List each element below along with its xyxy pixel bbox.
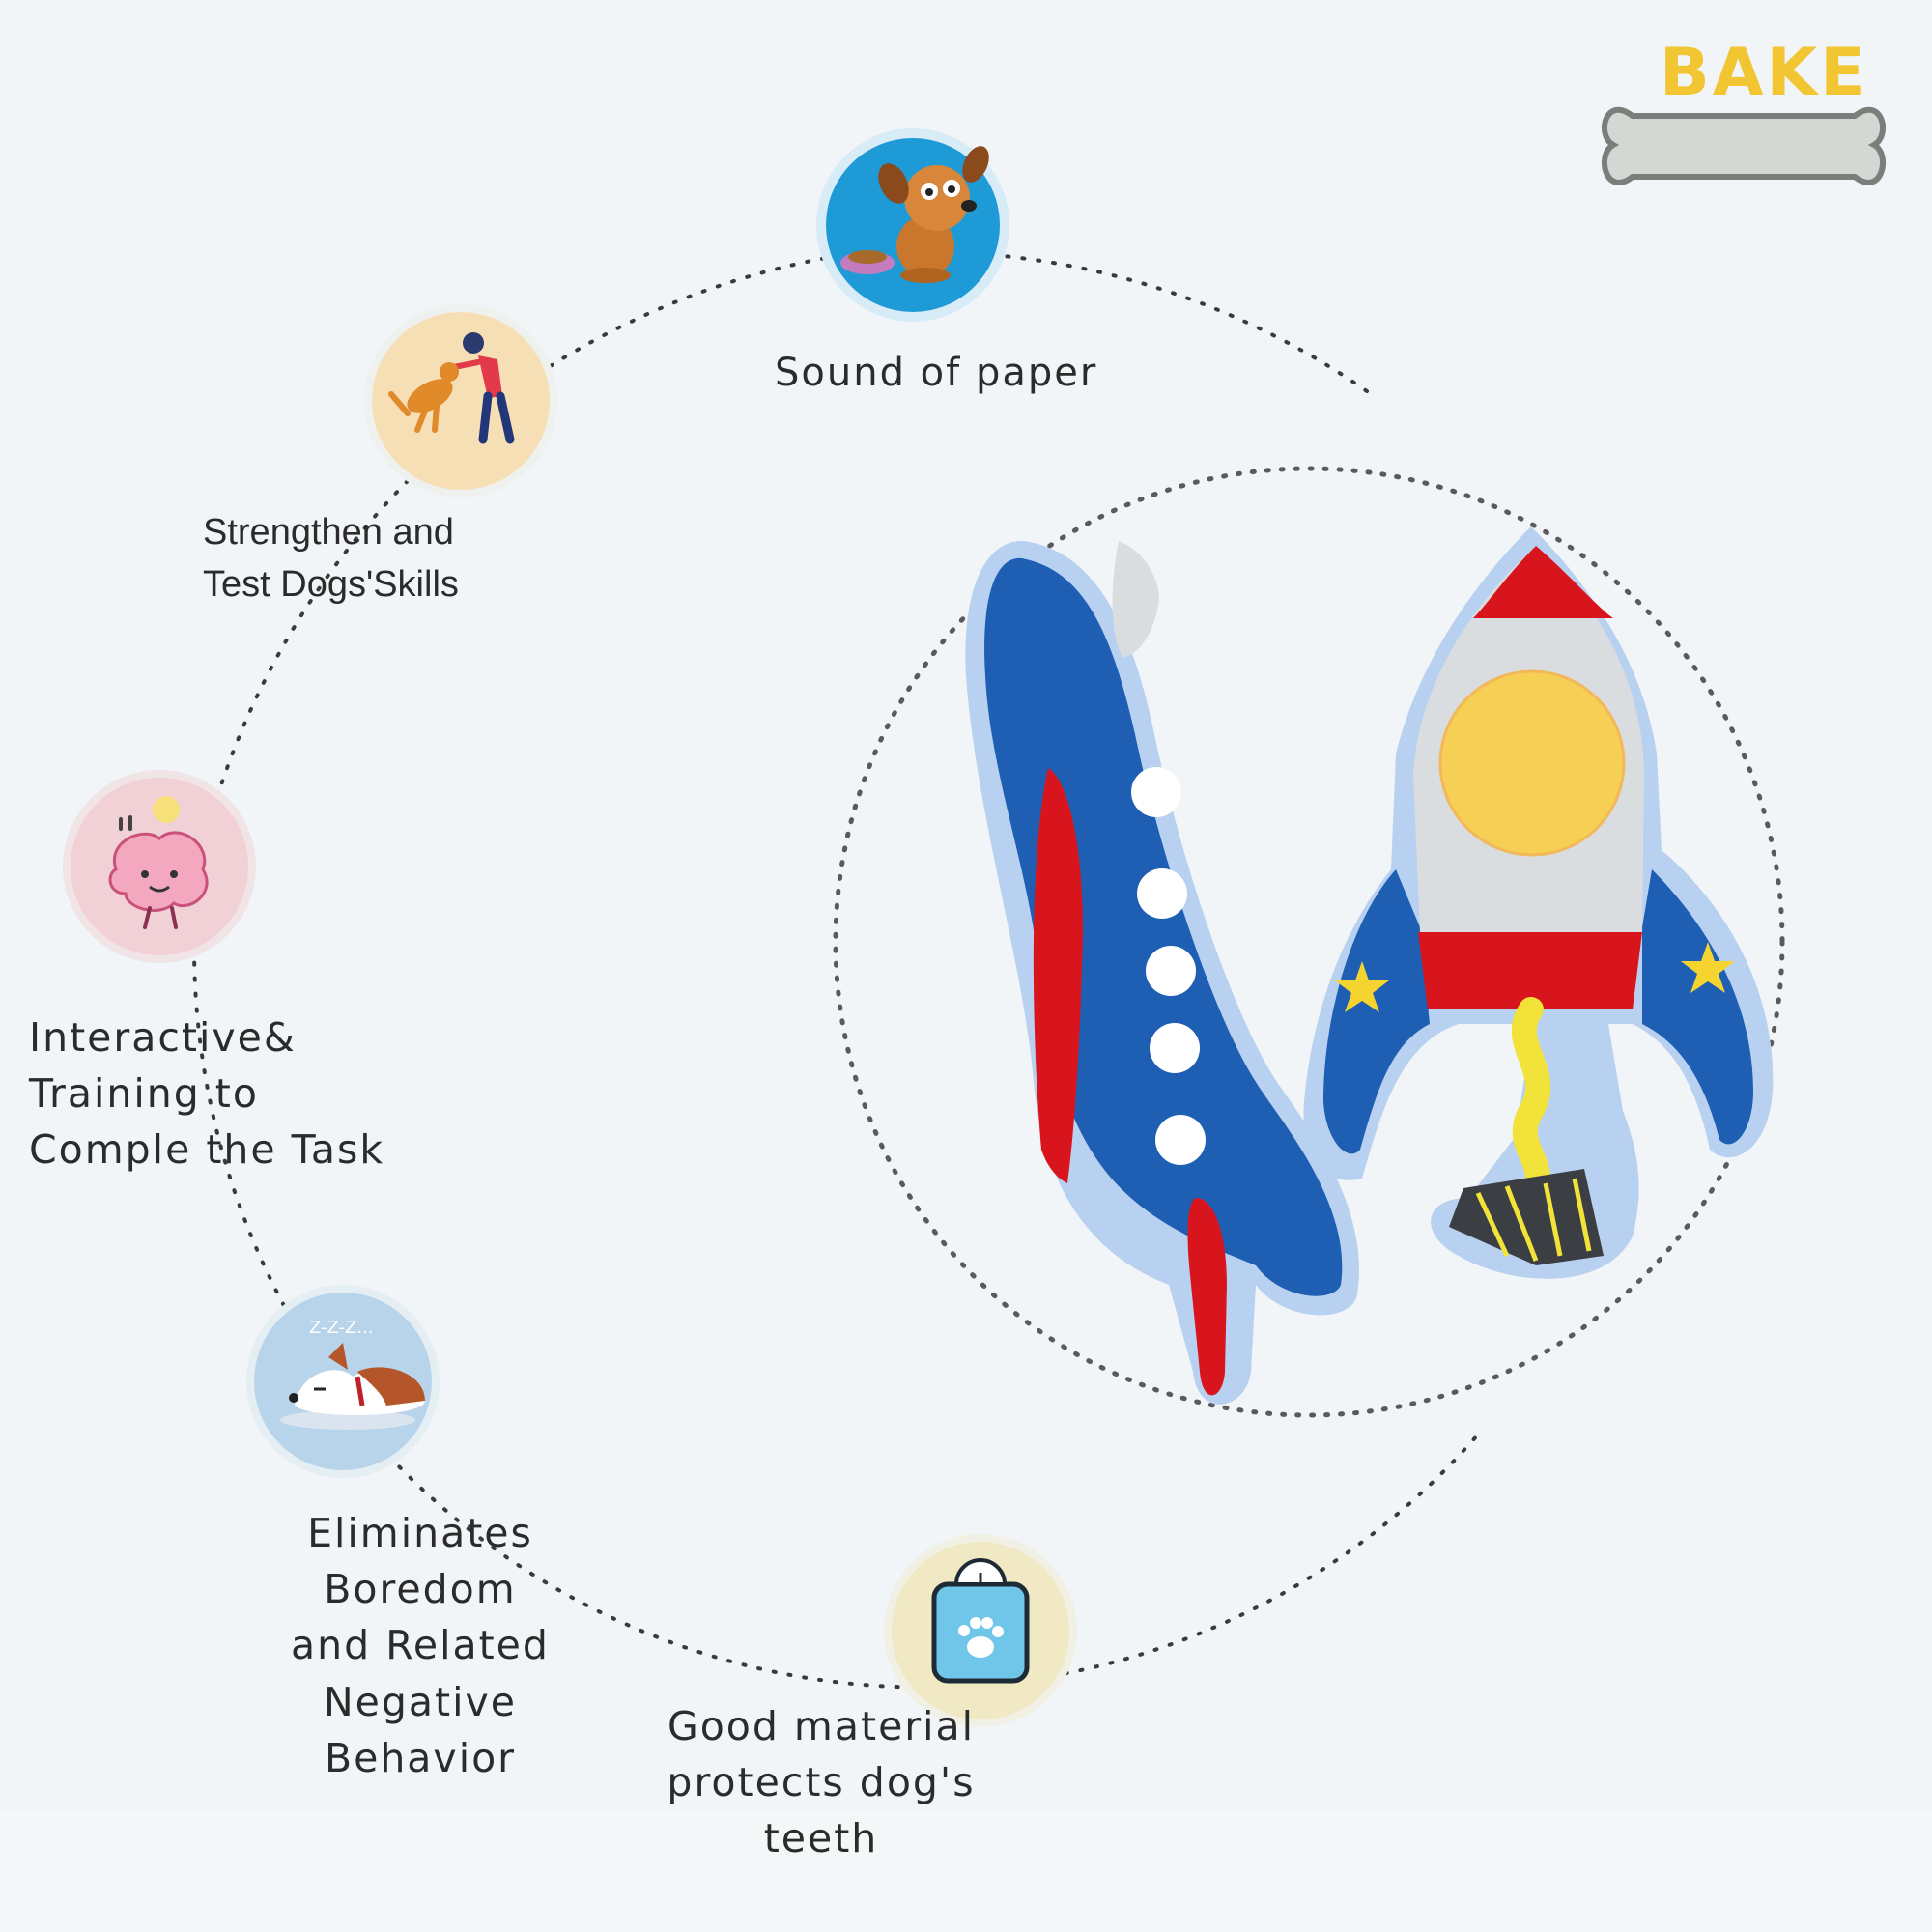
rocket-plush-toy [1303,526,1774,1279]
feature-label-eliminates-boredom: Eliminates Boredom and Related Negative … [291,1510,550,1781]
svg-text:Z-Z-Z...: Z-Z-Z... [309,1318,374,1338]
brain-idea-icon [63,770,256,963]
product-dotted-circle [833,466,1785,1418]
airplane-plush-toy [965,540,1359,1405]
bone-icon [1601,106,1887,185]
bottom-band [0,1811,1932,1932]
scale-paw-icon [884,1534,1077,1727]
dog-with-bowl-icon [816,128,1009,322]
feature-label-sound-of-paper: Sound of paper [775,351,1098,395]
feature-label-good-material: Good material protects dog's teeth [667,1703,976,1862]
feature-label-interactive-training: Interactive& Training to Comple the Task [29,1014,385,1174]
brand-logo-text: BAKE [1660,35,1868,111]
person-playing-with-dog-icon [364,304,557,497]
sleeping-dog-icon: Z-Z-Z... [246,1285,440,1478]
orbit-dotted-path [192,249,1480,1690]
feature-label-strengthen-skills: Strengthen and Test Dogs'Skills [203,512,459,605]
